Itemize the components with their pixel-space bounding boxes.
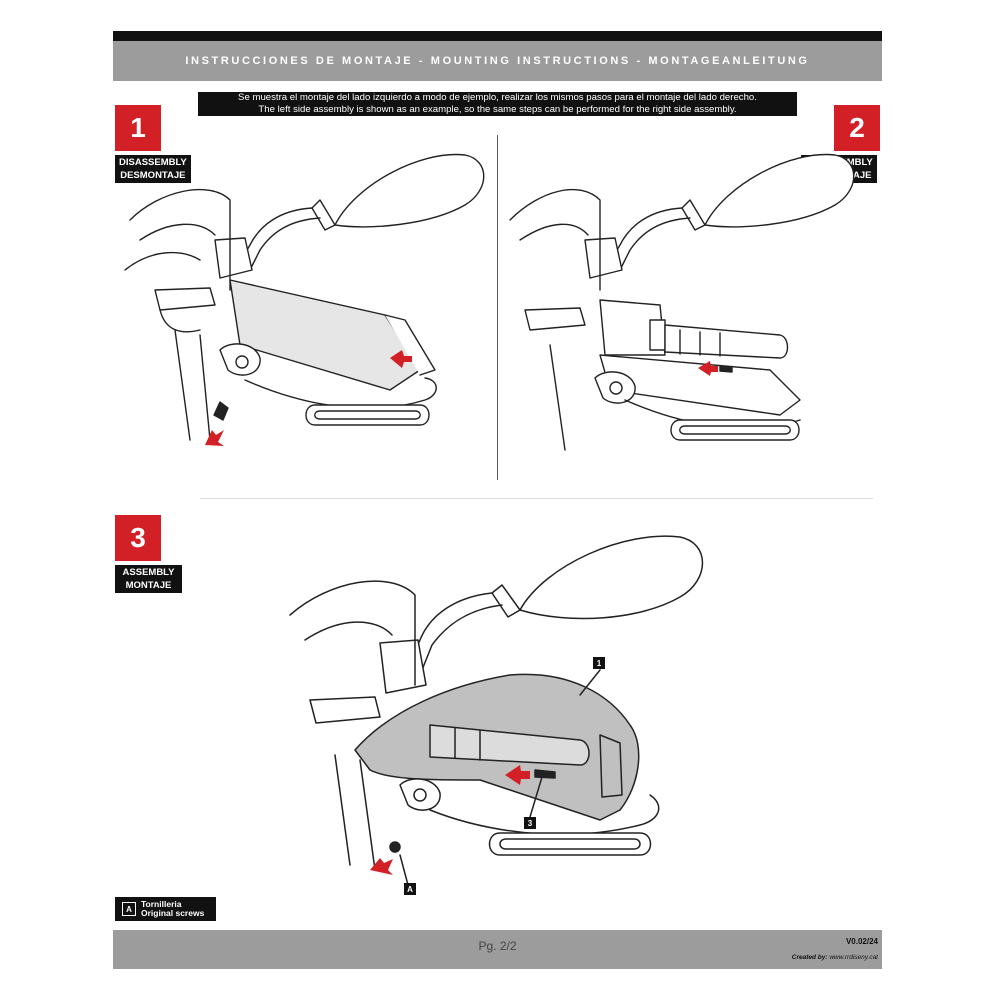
- notice-line-es: Se muestra el montaje del lado izquierdo…: [238, 92, 757, 103]
- step-1-label-es: DESMONTAJE: [120, 170, 186, 181]
- credit-line: Created by: www.rrdiseny.cat: [792, 954, 878, 961]
- legend-line-1: Tornilleria: [141, 898, 182, 909]
- callout-part-3: 3: [524, 817, 536, 829]
- legend-key: A: [122, 902, 136, 916]
- page-number: Pg. 2/2: [478, 939, 517, 953]
- step-3-label-es: MONTAJE: [125, 580, 172, 591]
- step-3-number: 3: [115, 515, 161, 561]
- step-1-label: DISASSEMBLY DESMONTAJE: [115, 155, 191, 183]
- header-bar: INSTRUCCIONES DE MONTAJE - MOUNTING INST…: [113, 41, 882, 81]
- footer-bar: Pg. 2/2 V0.02/24 Created by: www.rrdisen…: [113, 930, 882, 969]
- step-1-number: 1: [115, 105, 161, 151]
- legend-line-2: Original screws: [141, 908, 205, 918]
- credit-site: www.rrdiseny.cat: [829, 954, 878, 961]
- screws-legend: A Tornilleria Original screws: [115, 897, 216, 921]
- legend-text: Tornilleria Original screws: [141, 898, 205, 919]
- step-2-number: 2: [834, 105, 880, 151]
- page-title: INSTRUCCIONES DE MONTAJE - MOUNTING INST…: [185, 55, 810, 67]
- step-2-illustration: [509, 153, 855, 451]
- step-1-label-en: DISASSEMBLY: [119, 157, 187, 168]
- top-black-bar: [113, 31, 882, 41]
- step-3-label-en: ASSEMBLY: [122, 567, 175, 578]
- step-1-illustration: [124, 153, 485, 446]
- callout-part-a: A: [404, 883, 416, 895]
- horizontal-divider: [200, 498, 873, 499]
- callout-part-1: 1: [593, 657, 605, 669]
- version-label: V0.02/24: [845, 937, 878, 946]
- step-3-label: ASSEMBLY MONTAJE: [115, 565, 182, 593]
- assembly-notice: Se muestra el montaje del lado izquierdo…: [198, 92, 797, 116]
- vertical-divider: [497, 135, 498, 480]
- step-3-illustration: [289, 535, 704, 886]
- credit-label: Created by:: [791, 954, 828, 961]
- notice-line-en: The left side assembly is shown as an ex…: [258, 103, 737, 115]
